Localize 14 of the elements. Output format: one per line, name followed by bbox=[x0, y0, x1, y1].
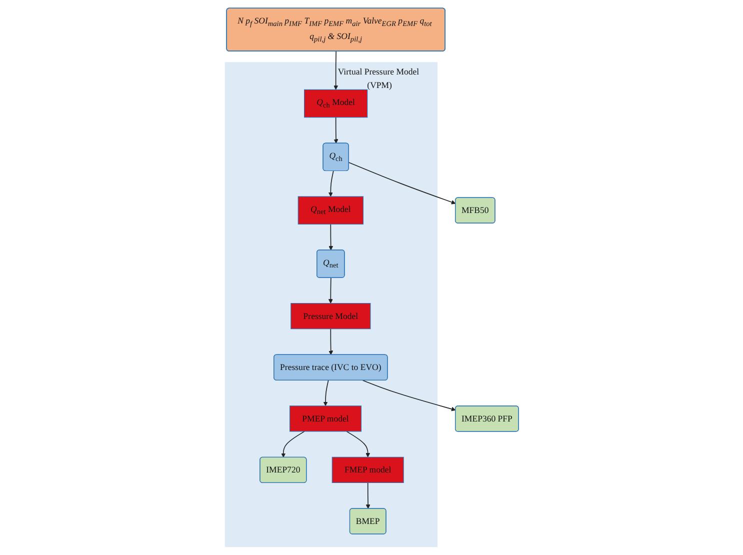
model-box: PMEP model bbox=[289, 406, 362, 432]
input-box: N p$_{f}$ SOI$_{main}$ p$_{IMF}$ T$_{IMF}$ p$_{EMF}$ m$_{air}$ Valve$_{EGR}$ p$_{EMF}$ q$_{tot}$ q$_{pil,j}$ & SOI$_{pil,j}$ bbox=[226, 8, 446, 52]
model-box: Q$_{ch}$ Model bbox=[304, 89, 368, 118]
model-box: FMEP model bbox=[332, 456, 404, 483]
output-box: BMEP bbox=[349, 508, 386, 534]
model-box: Q$_{net}$ Model bbox=[297, 196, 364, 224]
signal-box: Pressure trace (IVC to EVO) bbox=[273, 354, 388, 380]
model-box: Pressure Model bbox=[290, 303, 370, 330]
signal-box: Q$_{ch}$ bbox=[322, 142, 349, 172]
output-box: IMEP720 bbox=[259, 456, 306, 483]
output-box: MFB50 bbox=[454, 197, 495, 224]
group-title: Virtual Pressure Model (VPM) bbox=[338, 67, 419, 90]
signal-box: Q$_{net}$ bbox=[316, 250, 344, 278]
output-box: IMEP360 PFP bbox=[454, 406, 519, 432]
